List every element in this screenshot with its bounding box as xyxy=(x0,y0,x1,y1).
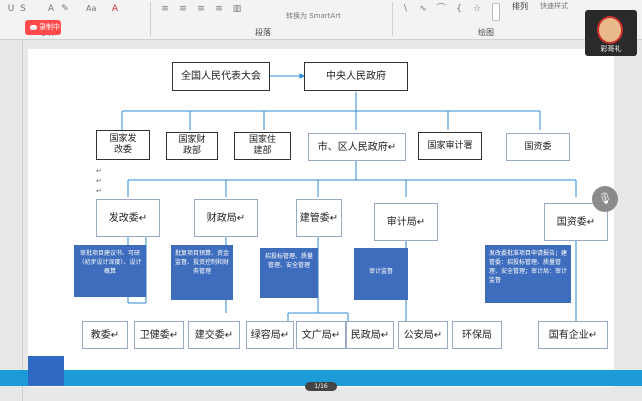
slide: 全国人民代表大会 中央人民政府 国家发 改委 国家财 政部 国家住 建部 市、区… xyxy=(28,49,614,387)
align-left-icon[interactable]: ≡ xyxy=(161,4,169,14)
ribbon-separator xyxy=(150,2,151,36)
justify-icon[interactable]: ≡ xyxy=(215,4,223,14)
note-dev-reform: 审批项目建议书、可研（初步设计深度）、设计概算 xyxy=(74,245,146,297)
slide-canvas: 全国人民代表大会 中央人民政府 国家发 改委 国家财 政部 国家住 建部 市、区… xyxy=(0,40,642,401)
webcam-name: 彩哥礼 xyxy=(600,45,622,53)
greening-bureau-box: 绿容局↵ xyxy=(246,321,294,349)
clear-format-icon[interactable]: ✎ xyxy=(61,4,69,14)
culture-bureau-box: 文广局↵ xyxy=(296,321,346,349)
shape-arc-icon[interactable]: ⌒ xyxy=(436,4,446,14)
font-case-button[interactable]: Aa xyxy=(86,4,97,13)
city-gov-box: 市、区人民政府↵ xyxy=(308,133,406,161)
shape-line-icon[interactable]: ∖ xyxy=(402,4,408,14)
cloud-icon xyxy=(30,24,37,30)
environment-bureau-box: 环保局 xyxy=(452,321,502,349)
ribbon-toolbar: U S A ✎ Aa A ≡ ≡ ≡ ≡ ▥ 转换为 SmartArt 段落 ∖… xyxy=(0,0,642,40)
arrange-button[interactable]: 排列 xyxy=(512,2,528,11)
npc-box: 全国人民代表大会 xyxy=(172,62,270,91)
note-sasac: 发改委批准项目申请报告；建管委：招投标管理、质量管理、安全管理；审计局：审计监督 xyxy=(485,245,571,303)
slide-accent-bar xyxy=(0,370,642,386)
health-commission-box: 卫健委↵ xyxy=(134,321,184,349)
convert-smartart-button[interactable]: 转换为 SmartArt xyxy=(286,12,341,20)
paragraph-mark: ↵ xyxy=(96,187,102,195)
paragraph-mark: ↵ xyxy=(96,177,102,185)
civil-affairs-box: 民政局↵ xyxy=(346,321,394,349)
paragraph-mark: ↵ xyxy=(96,167,102,175)
drawing-group-label: 绘图 xyxy=(478,28,494,37)
ribbon-separator xyxy=(392,2,393,36)
font-size-icon[interactable]: A xyxy=(47,4,55,14)
construction-transport-box: 建交委↵ xyxy=(188,321,240,349)
slide-accent-block xyxy=(28,356,64,386)
underline-icon[interactable]: U xyxy=(7,4,15,14)
quick-styles-button[interactable]: 快速样式 xyxy=(540,2,568,10)
audit-office-box: 国家审计署 xyxy=(418,132,482,160)
page-indicator: 1/16 xyxy=(305,382,337,391)
finance-bureau-box: 财政局↵ xyxy=(194,199,258,237)
audit-bureau-box: 审计局↵ xyxy=(374,203,438,241)
education-commission-box: 教委↵ xyxy=(82,321,128,349)
note-audit: 审计监督 xyxy=(354,248,408,300)
strikethrough-icon[interactable]: S xyxy=(20,4,26,14)
public-security-box: 公安局↵ xyxy=(398,321,448,349)
columns-icon[interactable]: ▥ xyxy=(232,4,242,14)
dev-reform-box: 发改委↵ xyxy=(96,199,160,237)
editor-gutter-line xyxy=(22,40,23,401)
font-color-icon[interactable]: A xyxy=(111,4,119,14)
note-finance: 批复项目预算、资金监督、投资控制和财务管理 xyxy=(171,245,233,300)
shapes-gallery-scroll[interactable] xyxy=(492,3,500,21)
sasac-box: 国资委 xyxy=(506,133,570,161)
mohurd-box: 国家住 建部 xyxy=(234,132,291,160)
align-center-icon[interactable]: ≡ xyxy=(179,4,187,14)
paragraph-group-label: 段落 xyxy=(255,28,271,37)
note-construction: 招投标管理、质量管理、安全管理 xyxy=(260,248,318,298)
recording-badge: 录制中 xyxy=(25,20,61,35)
microphone-icon[interactable]: 🎙 xyxy=(592,186,618,212)
state-enterprise-box: 国有企业↵ xyxy=(538,321,608,349)
recording-label: 录制中 xyxy=(39,23,60,31)
construction-committee-box: 建管委↵ xyxy=(296,199,342,237)
shape-brace-icon[interactable]: { xyxy=(456,4,462,14)
ndrc-box: 国家发 改委 xyxy=(96,130,150,160)
shape-star-icon[interactable]: ☆ xyxy=(472,4,482,14)
align-right-icon[interactable]: ≡ xyxy=(197,4,205,14)
avatar xyxy=(597,16,623,44)
webcam-overlay: 彩哥礼 xyxy=(585,10,637,56)
central-gov-box: 中央人民政府 xyxy=(304,62,408,91)
mof-box: 国家财 政部 xyxy=(166,132,218,160)
shape-curve-icon[interactable]: ∿ xyxy=(419,4,427,14)
